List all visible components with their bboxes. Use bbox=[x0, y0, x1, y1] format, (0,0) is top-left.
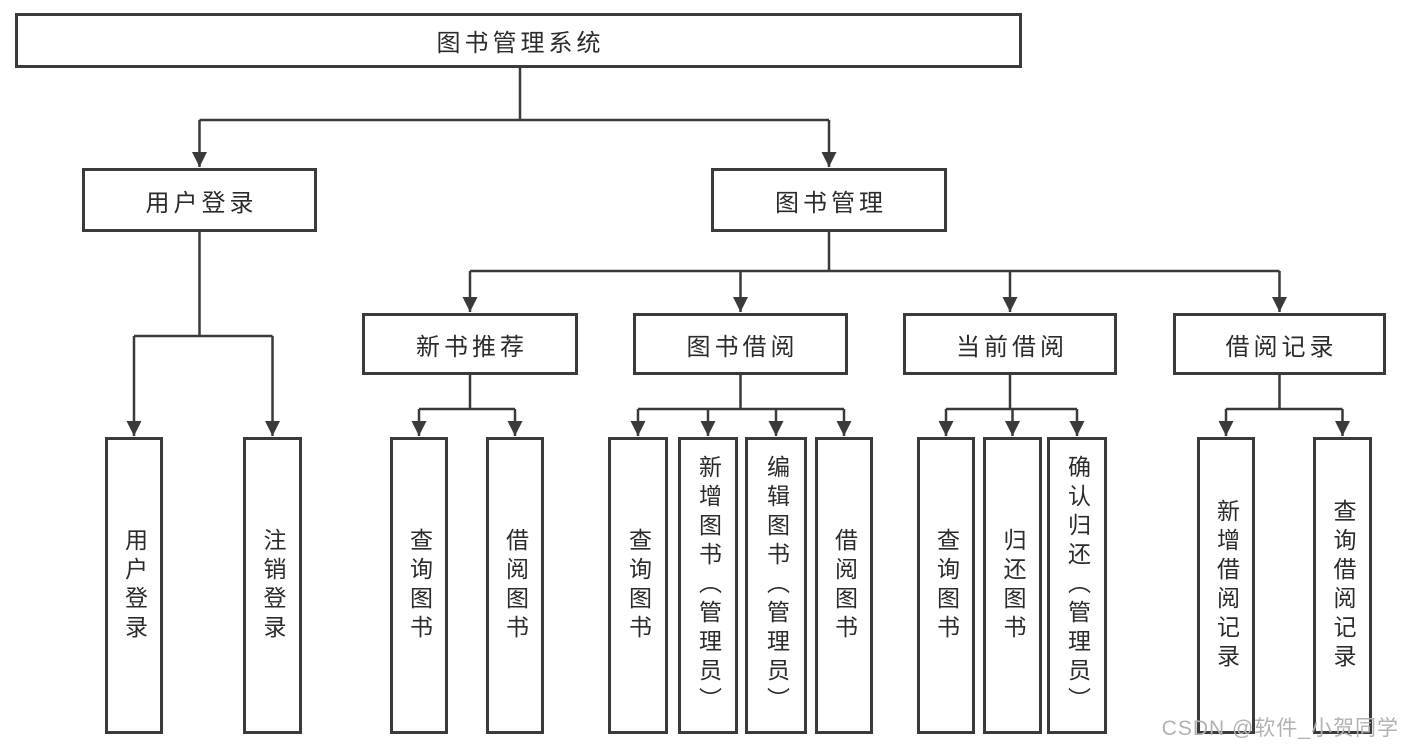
node-label: 注销登录 bbox=[260, 527, 286, 644]
node-label: 新增图书（管理员） bbox=[695, 455, 722, 716]
node-label: 查询图书 bbox=[933, 527, 960, 644]
leaf-query-borrow-record: 查询借阅记录 bbox=[1313, 437, 1372, 734]
node-label: 编辑图书（管理员） bbox=[763, 455, 790, 716]
node-label: 图书管理系统 bbox=[436, 30, 605, 57]
leaf-add-borrow-record: 新增借阅记录 bbox=[1197, 437, 1255, 734]
node-library-management-system: 图书管理系统 bbox=[15, 13, 1022, 68]
node-label: 当前借阅 bbox=[956, 333, 1068, 361]
node-label: 图书借阅 bbox=[686, 333, 799, 361]
node-book-management: 图书管理 bbox=[711, 168, 947, 232]
node-label: 图书管理 bbox=[775, 189, 887, 217]
leaf-add-books-admin: 新增图书（管理员） bbox=[678, 437, 738, 734]
leaf-query-books-current: 查询图书 bbox=[917, 437, 975, 734]
leaf-logout: 注销登录 bbox=[243, 437, 302, 734]
leaf-confirm-return-admin: 确认归还（管理员） bbox=[1047, 437, 1107, 734]
node-label: 借阅图书 bbox=[831, 527, 858, 644]
leaf-edit-books-admin: 编辑图书（管理员） bbox=[745, 437, 807, 734]
leaf-borrow-books: 借阅图书 bbox=[815, 437, 873, 734]
node-label: 新增借阅记录 bbox=[1213, 498, 1240, 673]
leaf-query-books-borrow: 查询图书 bbox=[608, 437, 668, 734]
node-label: 查询图书 bbox=[625, 527, 652, 644]
csdn-watermark: CSDN @软件_小贺同学 bbox=[1161, 717, 1399, 740]
node-user-login: 用户登录 bbox=[82, 168, 317, 232]
node-label: 用户登录 bbox=[145, 189, 258, 217]
node-label: 确认归还（管理员） bbox=[1064, 455, 1091, 716]
node-label: 查询图书 bbox=[406, 527, 433, 644]
node-book-borrowing: 图书借阅 bbox=[633, 313, 848, 375]
node-label: 借阅图书 bbox=[502, 527, 529, 644]
node-label: 用户登录 bbox=[121, 527, 148, 644]
node-label: 新书推荐 bbox=[416, 333, 528, 361]
node-label: 借阅记录 bbox=[1225, 333, 1338, 361]
leaf-user-login: 用户登录 bbox=[105, 437, 163, 734]
node-borrowing-records: 借阅记录 bbox=[1173, 313, 1386, 375]
node-current-borrowing: 当前借阅 bbox=[903, 313, 1117, 375]
leaf-query-books-recommend: 查询图书 bbox=[390, 437, 448, 734]
leaf-borrow-books-recommend: 借阅图书 bbox=[486, 437, 544, 734]
node-label: 归还图书 bbox=[1000, 527, 1026, 644]
leaf-return-books: 归还图书 bbox=[983, 437, 1042, 734]
node-new-book-recommendation: 新书推荐 bbox=[362, 313, 578, 375]
node-label: 查询借阅记录 bbox=[1330, 498, 1356, 673]
